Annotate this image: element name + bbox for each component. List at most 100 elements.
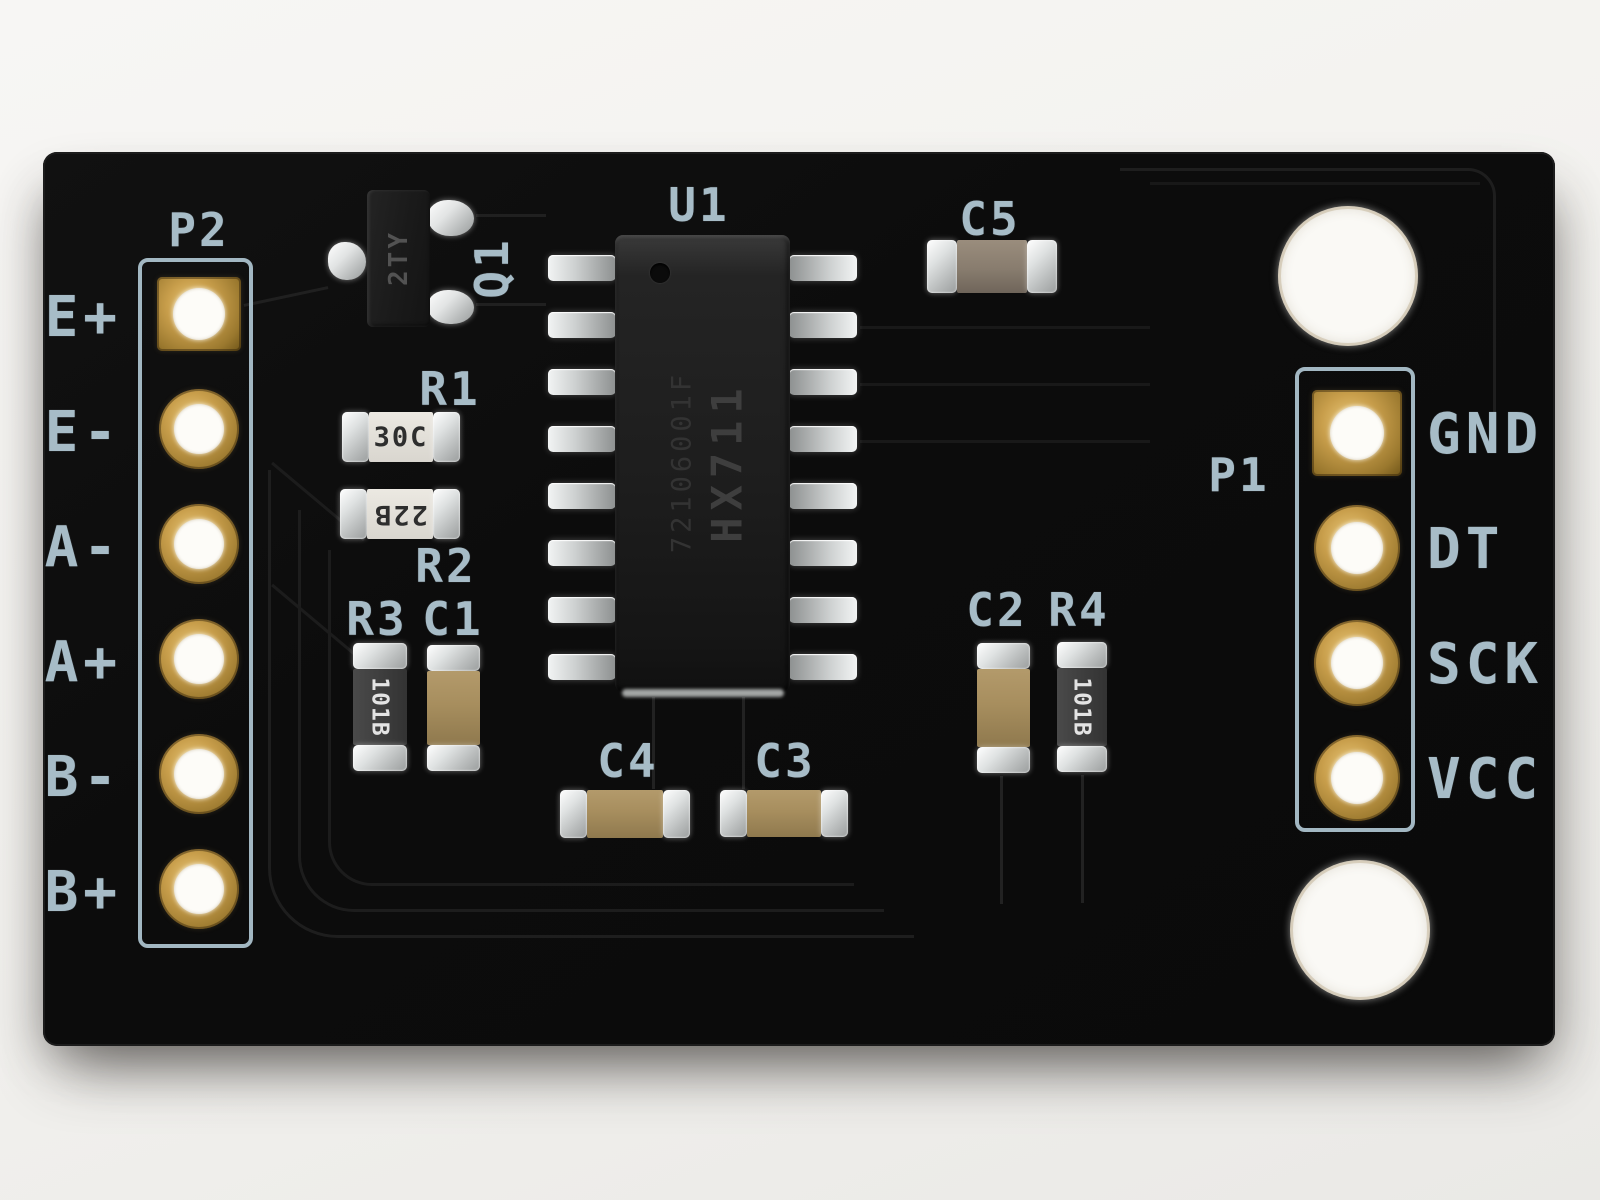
u1-pin-left-2	[548, 312, 616, 338]
p1-pad-dt	[1314, 505, 1400, 591]
c4-ref-label: C4	[597, 734, 659, 788]
r1-terminal	[342, 412, 369, 462]
mounting-hole-top	[1278, 206, 1418, 346]
c1-body	[427, 671, 480, 745]
u1-pin-left-4	[548, 426, 616, 452]
pin-label-a-plus: A+	[44, 630, 122, 695]
p2-hole-b-minus	[174, 749, 224, 799]
u1-pin-left-7	[548, 597, 616, 623]
p1-hole-gnd	[1330, 406, 1384, 460]
p1-hole-sck	[1331, 637, 1383, 689]
p1-header-outline	[1295, 367, 1415, 832]
u1-pin-left-8	[548, 654, 616, 680]
u1-ref-label: U1	[668, 178, 730, 232]
pin-label-e-plus: E+	[44, 285, 122, 350]
r4-terminal	[1057, 642, 1107, 668]
u1-chip-body	[615, 235, 790, 692]
pin-label-dt: DT	[1427, 517, 1505, 582]
p2-header-outline	[138, 258, 253, 948]
r4-marking: 101B	[1069, 677, 1096, 737]
capacitor-c3	[720, 790, 848, 837]
p1-pad-gnd	[1312, 390, 1402, 476]
c4-terminal	[560, 790, 587, 838]
p2-pad-e-minus	[159, 389, 239, 469]
c3-body	[747, 790, 821, 837]
q1-solder-right-bottom	[428, 290, 474, 324]
p1-ref-label: P1	[1208, 448, 1270, 502]
resistor-r3: 101B	[353, 643, 407, 771]
pin-label-b-plus: B+	[44, 860, 122, 925]
u1-part-marking: HX711	[702, 381, 752, 543]
r2-terminal	[433, 489, 460, 539]
resistor-r4: 101B	[1057, 642, 1107, 772]
u1-pin-right-8	[789, 654, 857, 680]
u1-pin-left-6	[548, 540, 616, 566]
c3-terminal	[821, 790, 848, 837]
q1-solder-right-top	[428, 200, 474, 236]
c2-body	[977, 669, 1030, 747]
c4-terminal	[663, 790, 690, 838]
u1-pin-left-5	[548, 483, 616, 509]
capacitor-c4	[560, 790, 690, 838]
u1-pin-right-3	[789, 369, 857, 395]
c2-ref-label: C2	[966, 583, 1028, 637]
c1-terminal	[427, 645, 480, 671]
p2-hole-a-plus	[174, 634, 224, 684]
p1-hole-vcc	[1331, 752, 1383, 804]
c2-terminal	[977, 747, 1030, 773]
r1-ref-label: R1	[419, 362, 481, 416]
c3-ref-label: C3	[754, 734, 816, 788]
q1-solder-left	[328, 242, 366, 280]
resistor-r1: 30C	[342, 412, 460, 462]
c1-ref-label: C1	[422, 592, 484, 646]
capacitor-c2	[977, 643, 1030, 773]
r4-ref-label: R4	[1048, 583, 1110, 637]
r1-marking: 30C	[369, 412, 433, 462]
p2-hole-b-plus	[174, 864, 224, 914]
u1-pin-left-3	[548, 369, 616, 395]
c5-terminal	[927, 240, 957, 293]
q1-marking: 2TY	[384, 230, 414, 286]
r2-terminal	[340, 489, 367, 539]
mounting-hole-bottom	[1290, 860, 1430, 1000]
u1-pin-right-6	[789, 540, 857, 566]
c5-terminal	[1027, 240, 1057, 293]
p2-hole-a-minus	[174, 519, 224, 569]
capacitor-c5	[927, 240, 1057, 293]
u1-pin-right-2	[789, 312, 857, 338]
pin-label-e-minus: E-	[44, 400, 122, 465]
u1-pin-right-7	[789, 597, 857, 623]
r2-ref-label: R2	[415, 539, 477, 593]
pin-label-vcc: VCC	[1427, 747, 1544, 812]
c4-body	[587, 790, 663, 838]
p2-ref-label: P2	[168, 203, 230, 257]
resistor-r2: 22B	[340, 489, 460, 539]
u1-date-code-marking: 72106001F	[666, 370, 698, 554]
p2-pad-b-plus	[159, 849, 239, 929]
p2-pad-e-plus	[157, 277, 241, 351]
r3-terminal	[353, 643, 407, 669]
c5-ref-label: C5	[959, 192, 1021, 246]
r4-terminal	[1057, 746, 1107, 772]
p1-pad-sck	[1314, 620, 1400, 706]
p2-hole-e-minus	[174, 404, 224, 454]
r2-marking: 22B	[372, 498, 428, 530]
r3-body: 101B	[353, 669, 407, 745]
q1-ref-label: Q1	[465, 237, 519, 299]
c3-terminal	[720, 790, 747, 837]
pin-label-a-minus: A-	[44, 515, 122, 580]
p2-pad-b-minus	[159, 734, 239, 814]
p2-hole-e-plus	[173, 288, 225, 340]
p2-pad-a-plus	[159, 619, 239, 699]
c1-terminal	[427, 745, 480, 771]
r3-terminal	[353, 745, 407, 771]
p1-hole-dt	[1331, 522, 1383, 574]
r3-ref-label: R3	[346, 592, 408, 646]
r3-marking: 101B	[367, 677, 394, 737]
u1-pin-right-4	[789, 426, 857, 452]
pin-label-gnd: GND	[1427, 402, 1544, 467]
pin-label-sck: SCK	[1427, 632, 1544, 697]
q1-transistor-body	[367, 190, 430, 327]
u1-pin-right-1	[789, 255, 857, 281]
